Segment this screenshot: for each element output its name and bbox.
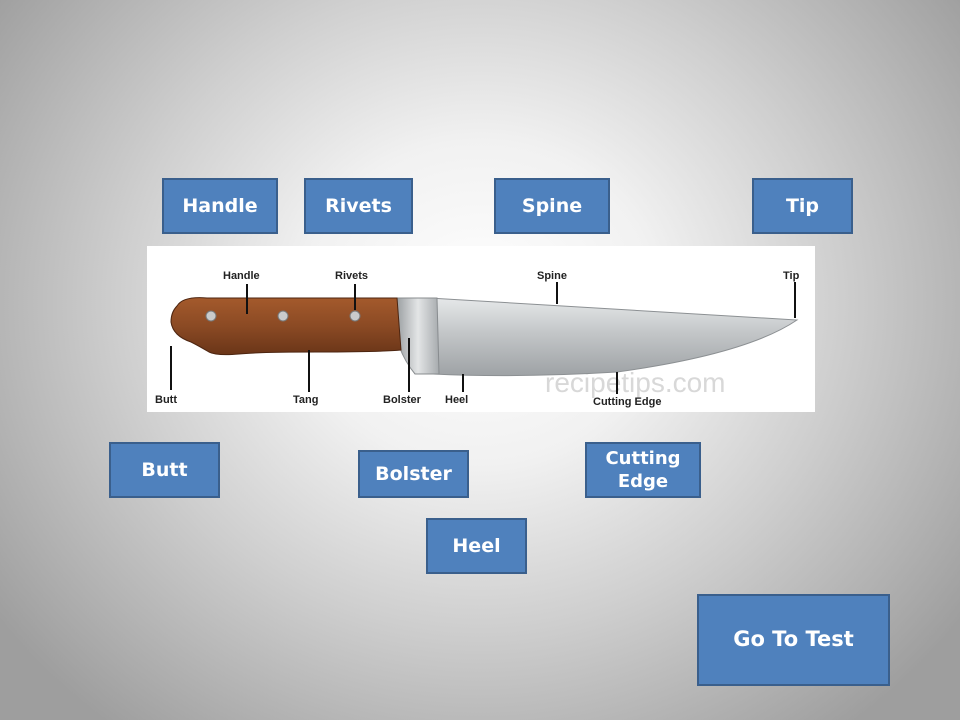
diagram-label-cutting-edge: Cutting Edge bbox=[593, 396, 661, 408]
diagram-label-tip: Tip bbox=[783, 270, 800, 282]
heel-button[interactable]: Heel bbox=[426, 518, 527, 574]
handle-shape bbox=[170, 297, 402, 356]
bolster-shape bbox=[396, 297, 440, 375]
bolster-button[interactable]: Bolster bbox=[358, 450, 469, 498]
butt-button-label: Butt bbox=[141, 458, 188, 481]
rivets-button[interactable]: Rivets bbox=[304, 178, 413, 234]
cutting-edge-line-2: Edge bbox=[617, 471, 669, 492]
rivet-3 bbox=[349, 310, 361, 322]
go-to-test-button-label: Go To Test bbox=[733, 627, 854, 652]
butt-button[interactable]: Butt bbox=[109, 442, 220, 498]
handle-button-label: Handle bbox=[182, 194, 258, 217]
diagram-label-heel: Heel bbox=[445, 394, 468, 406]
go-to-test-button[interactable]: Go To Test bbox=[697, 594, 890, 686]
diagram-label-tang: Tang bbox=[293, 394, 318, 406]
spine-button[interactable]: Spine bbox=[494, 178, 610, 234]
handle-button[interactable]: Handle bbox=[162, 178, 278, 234]
tip-button[interactable]: Tip bbox=[752, 178, 853, 234]
leader-lines bbox=[170, 282, 796, 394]
cutting-edge-line-1: Cutting bbox=[605, 447, 681, 469]
blade-shape bbox=[428, 297, 799, 377]
knife-diagram-svg: recipetips.com Handle Rivets Spine Tip B… bbox=[155, 270, 800, 408]
bolster-button-label: Bolster bbox=[375, 462, 452, 485]
knife-diagram: recipetips.com Handle Rivets Spine Tip B… bbox=[147, 246, 815, 412]
rivet-2 bbox=[277, 310, 289, 322]
diagram-label-bolster: Bolster bbox=[383, 394, 422, 406]
tip-button-label: Tip bbox=[785, 194, 820, 217]
rivet-1 bbox=[205, 310, 217, 322]
diagram-label-rivets: Rivets bbox=[335, 270, 368, 282]
spine-button-label: Spine bbox=[521, 194, 583, 217]
diagram-label-handle: Handle bbox=[223, 270, 260, 282]
diagram-label-butt: Butt bbox=[155, 394, 177, 406]
cutting-edge-button[interactable]: Cutting Edge bbox=[585, 442, 701, 498]
cutting-edge-button-label: Cutting Edge bbox=[605, 447, 680, 494]
rivets-button-label: Rivets bbox=[325, 194, 392, 217]
heel-button-label: Heel bbox=[452, 534, 501, 557]
diagram-label-spine: Spine bbox=[537, 270, 567, 282]
